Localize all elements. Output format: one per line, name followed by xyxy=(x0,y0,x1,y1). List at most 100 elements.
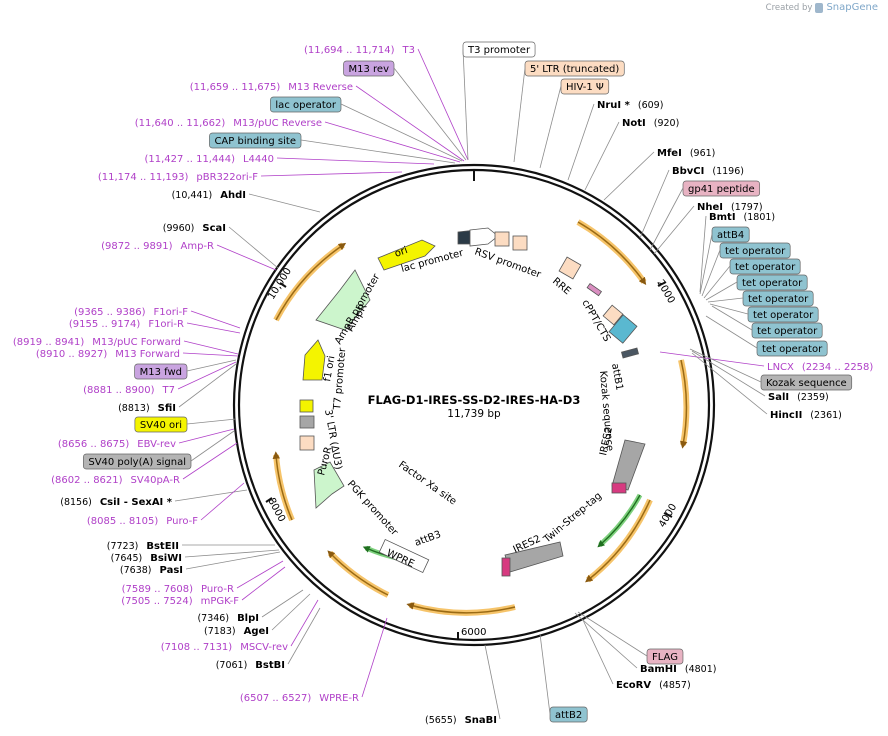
right-label-20-leader xyxy=(691,350,766,397)
left-label-22-pos: (8156) xyxy=(60,497,92,508)
left-label-28-pos: (7505 .. 7524) xyxy=(121,596,193,607)
right-label-10-leader xyxy=(699,233,713,295)
right-label-16-leader xyxy=(711,305,753,331)
right-label-15-box xyxy=(747,306,819,323)
left-label-22-leader xyxy=(174,489,248,502)
feature-shapes xyxy=(299,227,646,577)
credit-brand: SnapGene xyxy=(826,2,878,13)
left-label-33-leader xyxy=(361,617,388,698)
left-label-21-leader xyxy=(182,442,238,480)
right-label-5-name: MfeI xyxy=(657,148,682,159)
left-label-19-leader xyxy=(178,428,235,444)
left-label-23-leader xyxy=(200,482,245,521)
left-label-14-pos: (8910 .. 8927) xyxy=(36,349,108,360)
left-label-6-leader xyxy=(276,157,435,165)
right-label-16-box xyxy=(751,322,823,339)
right-label-0-leader xyxy=(462,48,469,161)
left-label-5-leader xyxy=(300,139,456,164)
sv40-ori-box xyxy=(299,399,314,413)
right-label-13: tet operator xyxy=(742,278,803,289)
left-label-29-name: BlpI xyxy=(237,613,259,624)
left-label-32-name: BstBI xyxy=(255,660,285,671)
left-label-20-leader xyxy=(190,430,235,462)
right-label-1-leader xyxy=(513,67,526,163)
orf-arcs xyxy=(272,219,690,616)
right-label-5-pos: (961) xyxy=(690,148,716,159)
ires2-a-feature xyxy=(611,439,646,491)
plasmid-length: 11,739 bp xyxy=(447,408,501,420)
right-label-19: Kozak sequence xyxy=(766,378,847,389)
left-label-7-pos: (11,174 .. 11,193) xyxy=(98,172,189,183)
left-label-4-pos: (11,640 .. 11,662) xyxy=(135,118,226,129)
right-label-18-name: LNCX xyxy=(767,362,794,373)
left-label-34-pos: (5655) xyxy=(425,715,457,726)
left-label-26-leader xyxy=(185,551,281,570)
left-label-30-pos: (7183) xyxy=(204,626,236,637)
right-label-19-box xyxy=(760,374,853,391)
left-label-16-pos: (8881 .. 8900) xyxy=(83,385,155,396)
left-label-32-pos: (7061) xyxy=(216,660,248,671)
left-label-27-name: Puro-R xyxy=(201,584,234,595)
left-label-28-name: mPGK-F xyxy=(201,596,240,607)
right-label-17-box xyxy=(756,340,828,357)
snapgene-credit: Created by SnapGene xyxy=(766,2,878,13)
right-label-3-leader xyxy=(567,103,595,181)
right-label-3-pos: (609) xyxy=(638,100,664,111)
right-label-8-leader xyxy=(653,205,695,255)
left-label-25-name: BsiWI xyxy=(150,553,182,564)
attb1-feature xyxy=(621,347,639,359)
right-label-14-box xyxy=(742,290,814,307)
left-label-10-leader xyxy=(216,244,277,271)
left-label-25-pos: (7645) xyxy=(111,553,143,564)
left-label-12-leader xyxy=(186,322,241,334)
left-label-12-name: F1ori-R xyxy=(148,319,184,330)
right-label-25-leader xyxy=(539,633,551,715)
right-label-15: tet operator xyxy=(753,310,814,321)
left-label-30-name: AgeI xyxy=(244,626,269,637)
left-label-12-pos: (9155 .. 9174) xyxy=(69,319,141,330)
snapgene-logo-icon xyxy=(815,2,824,13)
inner-label-factor-xa: Factor Xa site xyxy=(396,459,458,507)
right-label-2-leader xyxy=(539,85,562,169)
right-label-16: tet operator xyxy=(757,326,818,337)
right-label-4-leader xyxy=(584,121,620,191)
right-label-21-leader xyxy=(691,352,768,415)
left-label-5-box xyxy=(209,132,302,149)
left-label-8-name: AhdI xyxy=(220,190,246,201)
left-label-25-leader xyxy=(184,549,280,558)
left-label-29-leader xyxy=(261,589,304,618)
inner-label-rre: RRE xyxy=(550,276,573,297)
left-label-8-pos: (10,441) xyxy=(172,190,213,201)
left-label-14-leader xyxy=(182,352,239,357)
left-label-13-name: M13/pUC Forward xyxy=(92,337,181,348)
rsv-promoter-arrow xyxy=(469,227,499,247)
rre-box-a xyxy=(512,235,528,251)
right-label-9-name: BmtI xyxy=(709,212,736,223)
left-label-9-leader xyxy=(228,226,279,269)
right-label-1: 5' LTR (truncated) xyxy=(530,64,619,75)
left-label-2-name: M13 Reverse xyxy=(288,82,353,93)
right-label-4-pos: (920) xyxy=(654,118,680,129)
left-label-16-leader xyxy=(177,361,237,390)
right-label-24-leader xyxy=(582,619,614,685)
rre-box-b xyxy=(558,256,582,280)
left-label-16-name: T7 xyxy=(162,385,175,396)
right-label-23-pos: (4801) xyxy=(685,664,717,675)
right-label-10: attB4 xyxy=(717,230,744,241)
left-label-20: SV40 poly(A) signal xyxy=(88,457,186,468)
left-label-0-name: T3 xyxy=(402,45,415,56)
right-label-0: T3 promoter xyxy=(467,45,531,56)
rsv-box xyxy=(494,231,510,247)
left-label-23-name: Puro-F xyxy=(166,516,198,527)
left-label-11-leader xyxy=(190,310,241,329)
left-label-18: SV40 ori xyxy=(140,420,182,431)
left-label-9-name: ScaI xyxy=(202,223,226,234)
left-label-29-pos: (7346) xyxy=(197,613,229,624)
left-label-33-name: WPRE-R xyxy=(319,693,359,704)
right-label-21-pos: (2361) xyxy=(810,410,842,421)
inner-label-cppt: cPPT/CTS xyxy=(579,298,612,344)
left-label-3-box xyxy=(270,96,342,113)
left-label-2-pos: (11,659 .. 11,675) xyxy=(190,82,281,93)
